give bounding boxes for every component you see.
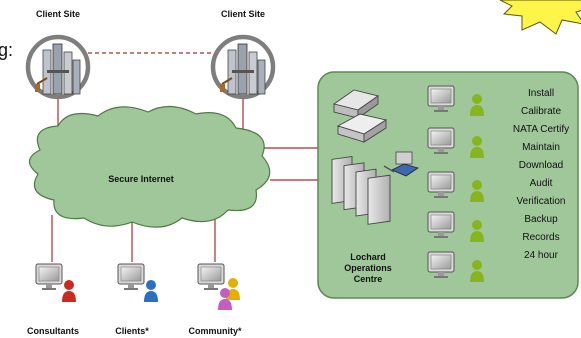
operations-label-line1: Lochard	[350, 252, 386, 262]
client-site-2-icon	[210, 34, 276, 100]
partial-cut-text: g:	[0, 40, 14, 60]
client-site-1-icon	[25, 34, 91, 100]
service-records: Records	[522, 232, 560, 243]
service-verification: Verification	[516, 196, 566, 207]
service-audit: Audit	[529, 178, 553, 189]
consultants-terminal-icon	[35, 263, 76, 302]
consultants-label: Consultants	[26, 326, 79, 336]
community-label: Community*	[188, 326, 242, 336]
client-site-2-label: Client Site	[220, 9, 265, 19]
service-calibrate: Calibrate	[520, 106, 562, 117]
operations-label-line3: Centre	[353, 274, 383, 284]
service-nata-certify: NATA Certify	[512, 124, 570, 135]
service-download: Download	[518, 160, 564, 171]
client-site-1-label: Client Site	[35, 9, 80, 19]
scanner-icon	[332, 89, 388, 143]
clients-terminal-icon	[117, 263, 158, 302]
clients-label: Clients*	[115, 326, 149, 336]
operations-label-line2: Operations	[344, 263, 392, 273]
starburst-shape	[499, 0, 581, 35]
service-backup: Backup	[524, 214, 558, 225]
service-install: Install	[527, 88, 555, 99]
community-terminal-icon	[197, 263, 240, 310]
handheld-device-icon	[383, 151, 419, 177]
secure-internet-label: Secure Internet	[108, 174, 174, 184]
service-maintain: Maintain	[522, 142, 560, 153]
service-24-hour: 24 hour	[524, 250, 558, 261]
secure-internet-cloud	[28, 105, 271, 228]
server-stack-icon	[331, 156, 391, 225]
